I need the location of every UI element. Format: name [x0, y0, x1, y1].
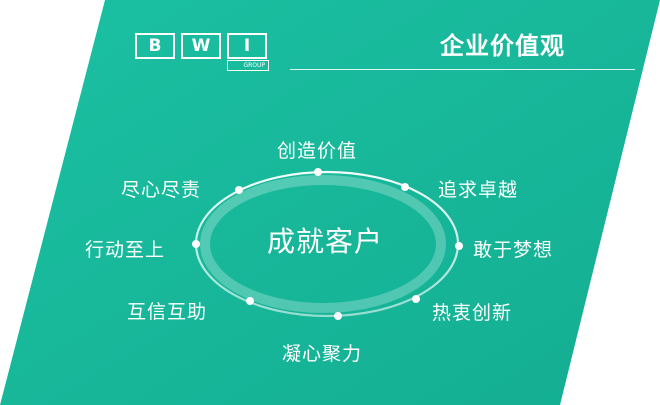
orbit-dot [314, 168, 322, 176]
orbit-dot [401, 183, 409, 191]
orbit-dot [455, 242, 463, 250]
orbit-dot [334, 312, 342, 320]
logo-letter-w: W [181, 33, 221, 59]
value-label-unite-strength: 凝心聚力 [282, 343, 363, 365]
value-label-passion-innovation: 热衷创新 [432, 302, 513, 324]
orbit-dot [192, 240, 200, 248]
center-value: 成就客户 [266, 225, 383, 258]
orbit-dot [235, 186, 243, 194]
section-title: 企业价值观 [440, 32, 565, 60]
value-label-pursue-excellence: 追求卓越 [438, 179, 519, 201]
value-label-mutual-trust: 互信互助 [127, 301, 208, 323]
bwi-logo: B W I GROUP [135, 33, 275, 71]
value-label-dare-to-dream: 敢于梦想 [473, 239, 554, 261]
value-label-action-first: 行动至上 [85, 239, 166, 261]
value-label-due-diligence: 尽心尽责 [121, 179, 202, 201]
orbit-dots [192, 168, 463, 320]
logo-letter-b: B [135, 33, 175, 59]
header-divider [290, 69, 635, 70]
orbit-dot [412, 295, 420, 303]
value-label-create-value: 创造价值 [277, 140, 358, 162]
inner-ring-glow [200, 175, 446, 313]
logo-letter-i: I [227, 33, 267, 59]
logo-group-text: GROUP [227, 60, 269, 71]
orbit-dot [246, 297, 254, 305]
